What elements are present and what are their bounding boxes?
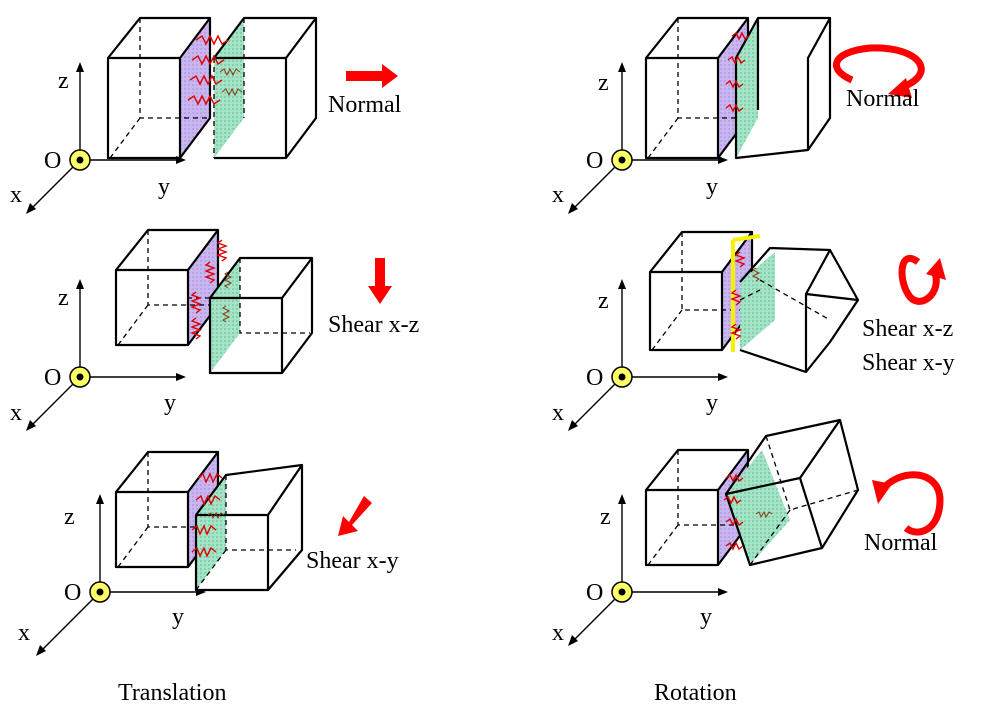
caption-translation: Translation	[118, 680, 226, 706]
motion-label: Shear x-z	[328, 312, 419, 338]
z-axis-label: z	[64, 504, 75, 530]
motion-label: Shear x-y	[306, 548, 399, 574]
y-axis-label: y	[158, 174, 170, 200]
motion-label: Normal	[864, 530, 938, 556]
y-axis-label: y	[706, 174, 718, 200]
springs	[723, 473, 773, 551]
rotation-arrow	[872, 471, 944, 536]
motion-label: Shear x-z	[862, 316, 953, 342]
panel-translation-normal: O y z x Normal	[10, 16, 402, 214]
shear-xz-arrow	[368, 258, 392, 304]
coordinate-axes: O y z x	[10, 279, 186, 431]
rotation-arrow	[898, 255, 946, 305]
shear-xy-arrow	[338, 496, 372, 536]
panel-rotation-normal: O y z x Normal	[552, 16, 925, 214]
origin-label: O	[586, 580, 603, 606]
origin-label: O	[586, 365, 603, 391]
y-axis-label: y	[706, 390, 718, 416]
panel-translation-shear-xz: O y z x Shear x-z	[10, 228, 419, 431]
springs	[730, 251, 761, 340]
coordinate-axes: O y z x	[552, 279, 728, 431]
block-pair	[106, 16, 318, 160]
caption-rotation: Rotation	[654, 680, 737, 706]
y-axis-label: y	[172, 604, 184, 630]
x-axis-label: x	[18, 620, 30, 646]
x-axis-label: x	[552, 400, 564, 426]
normal-direction-arrow	[346, 64, 398, 88]
origin-label: O	[44, 365, 61, 391]
x-axis-label: x	[552, 620, 564, 646]
motion-label: Normal	[846, 86, 920, 112]
panel-rotation-normal-2: O y z x Normal	[552, 418, 944, 646]
z-axis-label: z	[598, 288, 609, 314]
block-pair	[114, 228, 314, 375]
origin-label: O	[44, 148, 61, 174]
z-axis-label: z	[58, 68, 69, 94]
springs	[191, 472, 225, 558]
panel-translation-shear-xy: O y z x Shear x-y	[18, 450, 399, 656]
motion-label-2: Shear x-y	[862, 350, 955, 376]
block-pair	[648, 230, 860, 374]
block-pair	[114, 450, 304, 592]
coordinate-axes: O y z x	[552, 62, 728, 214]
springs	[725, 31, 750, 113]
origin-label: O	[64, 580, 81, 606]
block-pair	[644, 418, 860, 567]
z-axis-label: z	[598, 70, 609, 96]
motion-label: Normal	[328, 92, 402, 118]
x-axis-label: x	[10, 400, 22, 426]
springs	[187, 34, 243, 106]
z-axis-label: z	[600, 504, 611, 530]
y-axis-label: y	[164, 390, 176, 416]
x-axis-label: x	[10, 182, 22, 208]
block-pair	[644, 16, 832, 160]
coordinate-axes: O y z x	[552, 494, 728, 646]
rotation-arrow	[832, 44, 925, 98]
coordinate-axes: O y z x	[18, 494, 206, 656]
y-axis-label: y	[700, 604, 712, 630]
coordinate-axes: O y z x	[10, 62, 186, 214]
origin-label: O	[586, 148, 603, 174]
z-axis-label: z	[58, 285, 69, 311]
springs	[190, 239, 233, 340]
x-axis-label: x	[552, 182, 564, 208]
panel-rotation-shear: O y z x Shear x-z Shear x-y	[552, 230, 955, 431]
